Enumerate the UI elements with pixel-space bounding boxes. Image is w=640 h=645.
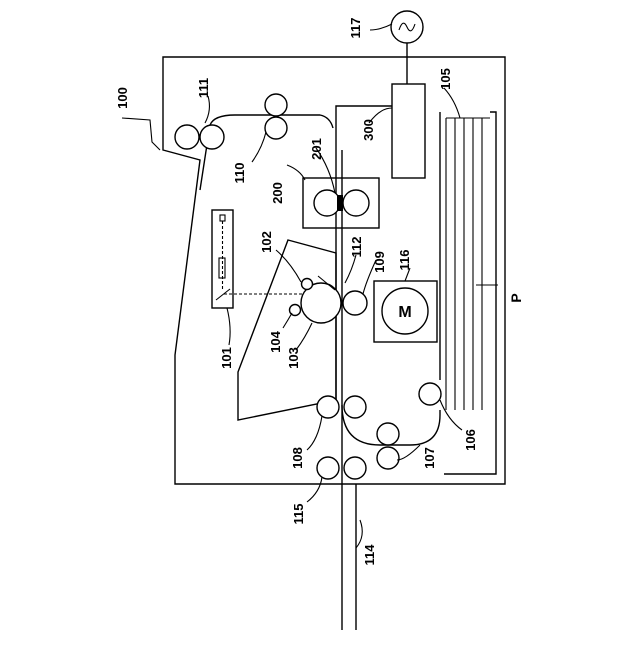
conveyance-roller-110-top xyxy=(265,94,287,116)
ac-wave-icon xyxy=(399,23,415,31)
label-100: 100 xyxy=(115,87,130,109)
reflecting-mirror xyxy=(216,289,230,300)
label-101: 101 xyxy=(219,347,234,369)
label-108: 108 xyxy=(290,447,305,469)
transfer-roller xyxy=(343,291,367,315)
label-103: 103 xyxy=(286,347,301,369)
label-107: 107 xyxy=(422,447,437,469)
feed-roller-107-top xyxy=(377,423,399,445)
charging-roller xyxy=(302,279,313,290)
paper-cassette xyxy=(440,112,496,474)
label-104: 104 xyxy=(268,330,283,352)
label-201: 201 xyxy=(309,138,324,160)
label-105: 105 xyxy=(438,68,453,90)
discharge-roller-111-right xyxy=(200,125,224,149)
label-300: 300 xyxy=(361,119,376,141)
motor-label: M xyxy=(398,304,411,321)
label-111: 111 xyxy=(196,78,211,98)
label-P: P xyxy=(508,293,524,302)
label-110: 110 xyxy=(232,163,247,184)
label-115: 115 xyxy=(291,504,306,525)
registration-roller-108-right xyxy=(344,396,366,418)
discharge-roller-111-left xyxy=(175,125,199,149)
label-112: 112 xyxy=(349,237,364,258)
label-106: 106 xyxy=(463,429,478,451)
process-cartridge xyxy=(238,240,336,420)
power-supply-box xyxy=(392,84,425,178)
feed-roller-107-bottom xyxy=(377,447,399,469)
housing-outline xyxy=(163,57,505,484)
label-114: 114 xyxy=(362,544,377,566)
output-roller-115-right xyxy=(344,457,366,479)
label-200: 200 xyxy=(270,182,285,204)
label-102: 102 xyxy=(259,231,274,253)
output-roller-115-left xyxy=(317,457,339,479)
pickup-roller-106 xyxy=(419,383,441,405)
fixing-roller-right xyxy=(343,190,369,216)
conveyance-roller-110-bottom xyxy=(265,117,287,139)
laser-source xyxy=(220,215,225,221)
label-117: 117 xyxy=(348,18,363,39)
heater xyxy=(337,195,343,211)
fixing-roller-left xyxy=(314,190,340,216)
label-116: 116 xyxy=(397,250,412,271)
label-109: 109 xyxy=(372,251,387,273)
registration-roller-108-left xyxy=(317,396,339,418)
